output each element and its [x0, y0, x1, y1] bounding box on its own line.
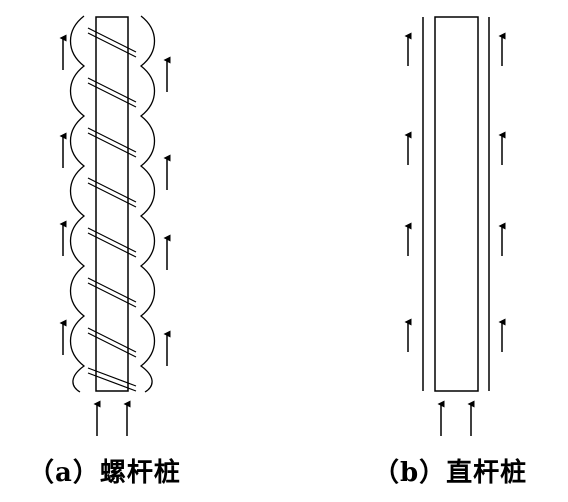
- screw-pile-right-soil-boundary: [139, 15, 155, 393]
- straight-pile-figure: [404, 16, 506, 436]
- screw-pile-figure: [59, 15, 171, 436]
- caption-straight-pile: （b）直杆桩: [373, 458, 528, 488]
- screw-helix-blades: [87, 27, 137, 392]
- caption-screw-pile: （a）螺杆桩: [28, 458, 181, 488]
- straight-pile-shaft: [434, 16, 479, 392]
- screw-pile-left-soil-boundary: [70, 15, 86, 393]
- screw-pile-shaft: [95, 16, 129, 392]
